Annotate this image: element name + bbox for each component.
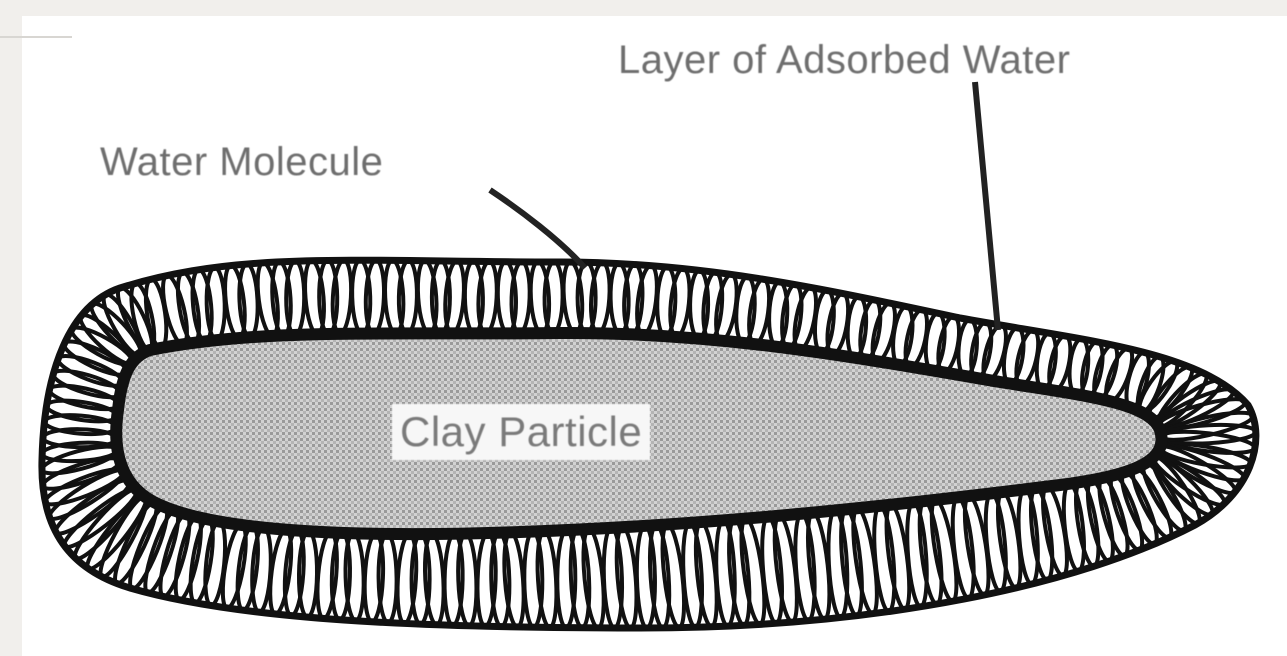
adsorbed-layer-leader-line <box>975 82 998 330</box>
water-molecule-leader-line <box>490 190 585 268</box>
clay-particle-label: Clay Particle <box>392 404 650 460</box>
adsorbed-water-layer-label: Layer of Adsorbed Water <box>618 38 1070 83</box>
water-molecule-label: Water Molecule <box>100 140 383 185</box>
